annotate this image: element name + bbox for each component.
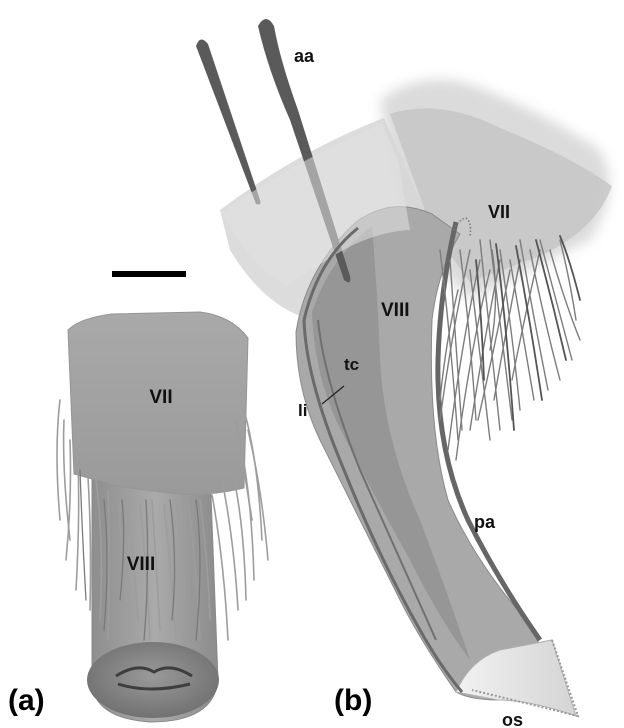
segment-viii-tip-a [87, 642, 219, 718]
label-li: li [298, 401, 307, 420]
panel-a: VII VIII (a) [8, 271, 268, 722]
label-tc: tc [344, 355, 359, 374]
panel-b: aa VII VIII tc li pa os (b) [196, 19, 612, 728]
segment-label-viii-b: VIII [381, 300, 410, 321]
panel-label-b: (b) [334, 684, 372, 717]
label-aa: aa [294, 46, 315, 66]
scale-bar [112, 271, 186, 277]
label-os: os [502, 710, 523, 728]
segment-label-viii-a: VIII [127, 554, 156, 575]
label-pa: pa [474, 512, 496, 532]
segment-label-vii-b: VII [488, 202, 510, 222]
panel-label-a: (a) [8, 684, 45, 717]
segment-label-vii-a: VII [149, 387, 172, 408]
